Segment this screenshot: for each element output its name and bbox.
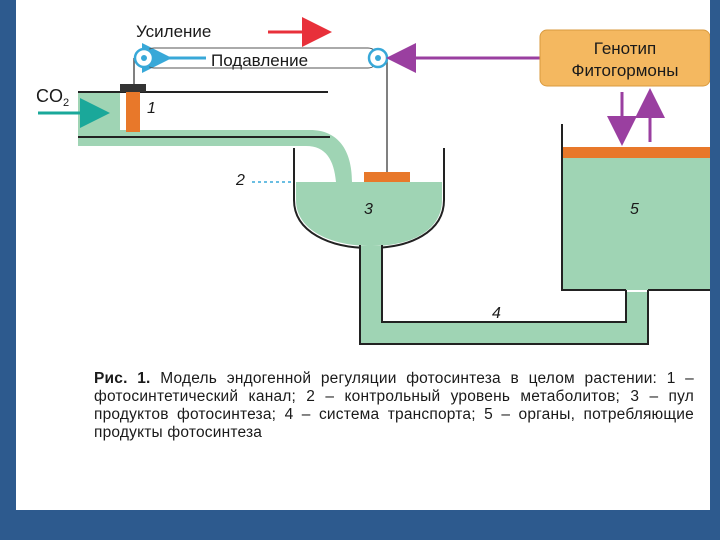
phytohormones-label: Фитогормоны [572, 61, 679, 80]
organs-liquid [562, 148, 710, 290]
label-2: 2 [235, 172, 245, 189]
frame-bottom [0, 510, 720, 540]
co2-label: CO2 [36, 86, 69, 109]
caption-text: Модель эндогенной регуляции фотосинтеза … [94, 370, 694, 441]
genotype-label: Генотип [594, 39, 656, 58]
figure-caption: Рис. 1. Модель эндогенной регуляции фото… [94, 370, 694, 442]
frame-left [0, 0, 16, 540]
transport-liquid [360, 246, 648, 344]
genotype-box [539, 29, 710, 87]
organs-wall [561, 124, 710, 291]
pool-liquid [296, 182, 442, 246]
label-1: 1 [147, 100, 156, 117]
label-5: 5 [630, 201, 639, 218]
left-pulley-hub [141, 55, 147, 61]
transport-inner-wall [381, 245, 627, 323]
right-pulley-hub [375, 55, 381, 61]
transport-outer-wall [359, 245, 649, 345]
regulation-diagram: Усиление Подавление Генотип Фитогормоны … [36, 17, 710, 345]
suppress-label: Подавление [211, 51, 308, 70]
caption-prefix: Рис. 1. [94, 370, 151, 387]
label-3: 3 [364, 201, 373, 218]
amplify-label: Усиление [136, 22, 211, 41]
float-plate [364, 172, 410, 182]
frame-right [710, 0, 720, 540]
valve-1 [126, 88, 140, 132]
valve-cap [120, 84, 146, 92]
label-4: 4 [492, 305, 501, 322]
organs-plate [562, 147, 710, 158]
figure-sheet: Усиление Подавление Генотип Фитогормоны … [16, 0, 710, 510]
